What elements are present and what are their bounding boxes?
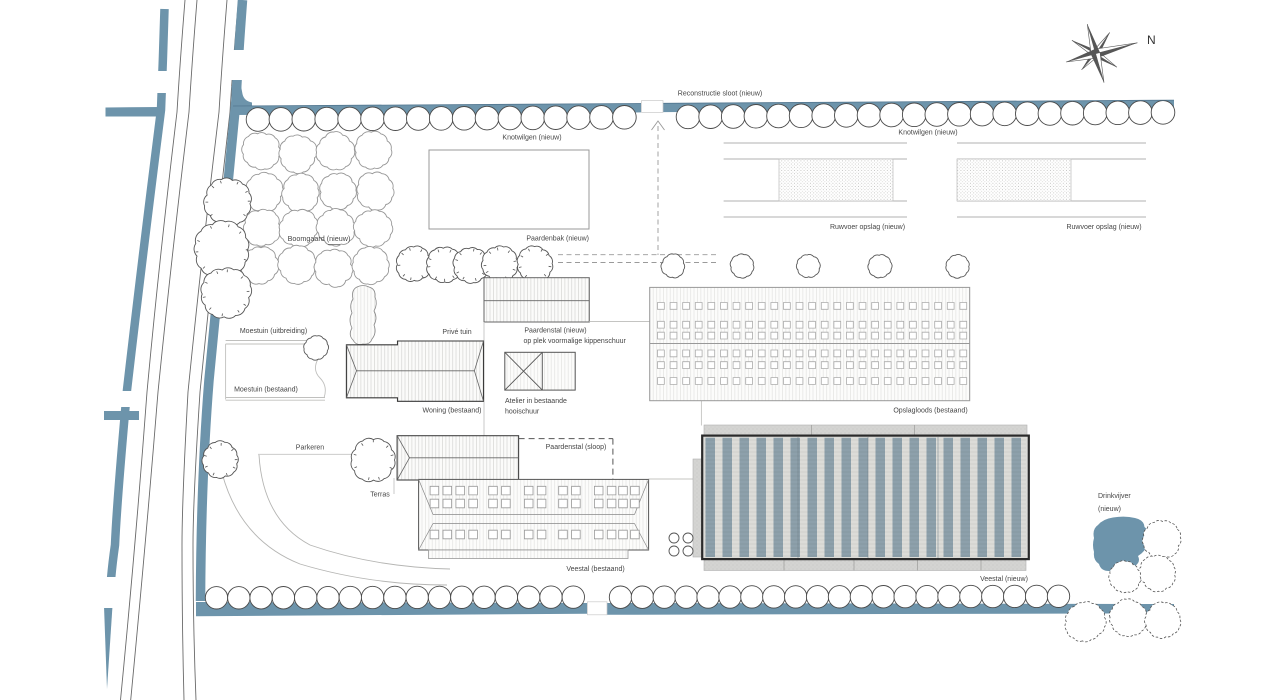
- svg-text:Paardenstal (sloop): Paardenstal (sloop): [546, 444, 607, 451]
- svg-text:Moestuin (uitbreiding): Moestuin (uitbreiding): [240, 328, 307, 335]
- svg-text:Ruwvoer opslag (nieuw): Ruwvoer opslag (nieuw): [830, 224, 905, 231]
- svg-text:Drinkvijver: Drinkvijver: [1098, 493, 1131, 500]
- svg-text:Knotwilgen (nieuw): Knotwilgen (nieuw): [898, 130, 957, 137]
- svg-text:Terras: Terras: [370, 492, 390, 499]
- svg-text:Paardenstal (nieuw): Paardenstal (nieuw): [524, 328, 586, 335]
- svg-text:N: N: [1147, 33, 1156, 47]
- svg-text:Parkeren: Parkeren: [296, 445, 325, 452]
- svg-text:Boomgaard (nieuw): Boomgaard (nieuw): [288, 234, 351, 243]
- svg-text:op plek voormalige kippenschuu: op plek voormalige kippenschuur: [524, 338, 627, 345]
- svg-text:Woning (bestaand): Woning (bestaand): [422, 408, 481, 415]
- svg-text:Veestal (nieuw): Veestal (nieuw): [980, 576, 1028, 583]
- svg-text:Moestuin (bestaand): Moestuin (bestaand): [234, 387, 298, 394]
- svg-text:(nieuw): (nieuw): [1098, 506, 1121, 513]
- svg-text:hooischuur: hooischuur: [505, 409, 540, 416]
- svg-text:Paardenbak (nieuw): Paardenbak (nieuw): [526, 236, 589, 243]
- svg-text:Knotwilgen (nieuw): Knotwilgen (nieuw): [502, 135, 561, 142]
- svg-text:Ruwvoer opslag (nieuw): Ruwvoer opslag (nieuw): [1066, 224, 1141, 231]
- svg-text:Atelier in bestaande: Atelier in bestaande: [505, 398, 567, 405]
- svg-text:Opslagloods (bestaand): Opslagloods (bestaand): [893, 408, 967, 415]
- svg-text:Reconstructie sloot (nieuw): Reconstructie sloot (nieuw): [678, 91, 762, 98]
- svg-text:Veestal (bestaand): Veestal (bestaand): [566, 566, 624, 573]
- svg-text:Privé tuin: Privé tuin: [442, 329, 471, 336]
